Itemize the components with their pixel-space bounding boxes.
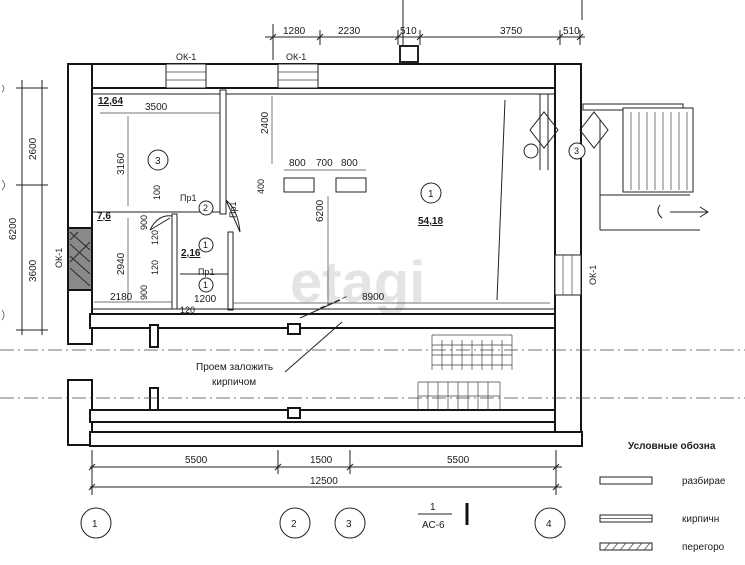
- note-line-1: Проем заложить: [196, 362, 273, 373]
- windows: ОК-1 ОК-1 ОК-1 ОК-1: [54, 45, 598, 296]
- door-label-2: Пр1: [228, 202, 238, 218]
- area-12-64: 12,64: [98, 96, 123, 107]
- bottom-dimension-chains: 5500 1500 5500 12500: [0, 349, 745, 495]
- bottom-dim-1500: 1500: [310, 455, 333, 466]
- bottom-dim-12500: 12500: [310, 476, 338, 487]
- bottom-dim-5500-a: 5500: [185, 455, 208, 466]
- dim-2180: 2180: [110, 292, 133, 303]
- room-1-number: 1: [428, 189, 434, 200]
- dim-800-a: 800: [289, 158, 306, 169]
- legend-item-3: перегоро: [682, 542, 725, 553]
- area-7-6: 7,6: [97, 211, 111, 222]
- section-sheet: АС-6: [422, 520, 445, 531]
- room-1c-number: 1: [203, 280, 208, 290]
- dim-2940: 2940: [116, 252, 127, 275]
- dim-400: 400: [256, 179, 266, 194]
- bottom-dim-5500-b: 5500: [447, 455, 470, 466]
- axis-1: 1: [92, 519, 98, 530]
- dim-120-c: 120: [180, 305, 195, 315]
- top-dim-5: 510: [563, 26, 580, 37]
- outer-walls: [67, 63, 583, 447]
- door-label-3: Пр1: [198, 267, 214, 277]
- axis-3: 3: [346, 519, 352, 530]
- room-2-number: 2: [203, 203, 208, 213]
- legend-item-2: кирпичн: [682, 514, 719, 525]
- dim-100: 100: [152, 185, 162, 200]
- dim-1200: 1200: [194, 294, 217, 305]
- dim-700: 700: [316, 158, 333, 169]
- note-line-2: кирпичом: [212, 377, 256, 388]
- window-label-2: ОК-1: [286, 52, 306, 62]
- watermark-text: etagi: [290, 250, 425, 315]
- top-dim-2: 2230: [338, 26, 361, 37]
- axis-4: 4: [546, 519, 552, 530]
- dim-3500: 3500: [145, 102, 168, 113]
- inner-dimensions: 3500 3160 2400 800 700 800 400 6200 100 …: [94, 96, 550, 315]
- room-3-number: 3: [155, 156, 161, 167]
- legend-title: Условные обозна: [628, 440, 716, 452]
- dim-3160: 3160: [116, 152, 127, 175]
- scan-edge-marks: [1, 84, 5, 321]
- dim-2400: 2400: [260, 111, 271, 134]
- note-leader: [284, 321, 343, 373]
- dim-6200: 6200: [315, 199, 326, 222]
- axis-markers: 1 2 3 4: [80, 507, 566, 539]
- room-1b-number: 1: [203, 240, 208, 250]
- left-dim-3600: 3600: [28, 259, 39, 282]
- left-dim-2600: 2600: [28, 137, 39, 160]
- dim-8900: 8900: [362, 292, 385, 303]
- window-label-3: ОК-1: [54, 248, 64, 268]
- interior-partitions: [92, 89, 709, 410]
- left-dim-6200: 6200: [8, 217, 19, 240]
- top-dim-4: 3750: [500, 26, 523, 37]
- top-dim-1: 1280: [283, 26, 306, 37]
- door-label-1: Пр1: [180, 193, 196, 203]
- dim-120-a: 120: [150, 230, 160, 245]
- top-dimension-chain: 1280 2230 510 3750 510: [265, 0, 585, 60]
- legend: Условные обозна разбирае кирпичн перегор…: [599, 440, 726, 553]
- dim-900-a: 900: [139, 215, 149, 230]
- window-label-1: ОК-1: [176, 52, 196, 62]
- top-dim-3: 510: [400, 26, 417, 37]
- section-mark: 1 АС-6: [418, 502, 469, 531]
- window-label-4: ОК-1: [588, 265, 598, 285]
- dim-120-b: 120: [150, 260, 160, 275]
- dim-900-b: 900: [139, 285, 149, 300]
- room-1-area: 54,18: [418, 216, 443, 227]
- room-3b-number: 3: [574, 146, 579, 156]
- axis-2: 2: [291, 519, 297, 530]
- left-dimension-chain: 2600 6200 3600: [8, 80, 48, 335]
- dim-800-b: 800: [341, 158, 358, 169]
- area-2-16: 2,16: [181, 248, 201, 259]
- room-labels: 1 54,18 3 2 3 1 1 12,64 7,6 2,16 Пр1 Пр1…: [97, 96, 586, 293]
- section-number: 1: [430, 502, 436, 513]
- legend-item-1: разбирае: [682, 475, 726, 487]
